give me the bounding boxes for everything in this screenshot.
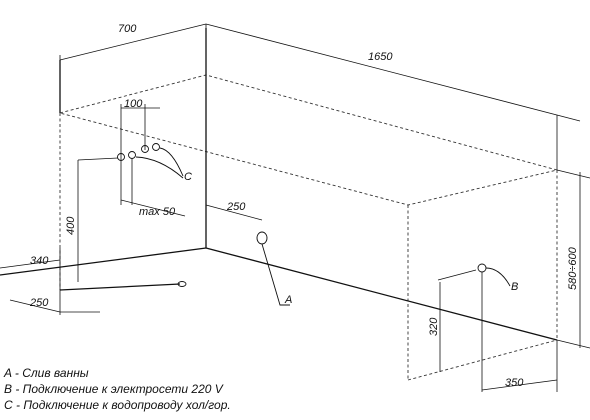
dimension-1650 [205, 23, 581, 170]
dimension-580-600-label: 580÷600 [567, 246, 579, 290]
legend-c: C - Подключение к водопроводу хол/гор. [4, 398, 231, 412]
dimension-1650-label: 1650 [368, 51, 393, 63]
dimension-250-drain-label: 250 [226, 201, 246, 213]
legend-a: A - Слив ванны [3, 366, 89, 380]
dimension-100-label: 100 [124, 98, 143, 110]
marker-a: A [284, 294, 292, 306]
dimension-250-left-label: 250 [29, 297, 49, 309]
dimension-580-600 [556, 169, 590, 349]
electrical-b [437, 263, 558, 392]
dimension-350-label: 350 [505, 377, 524, 389]
legend: A - Слив ванны B - Подключение к электро… [3, 366, 231, 412]
dimension-700-label: 700 [118, 23, 137, 35]
bathtub-box-outline [59, 74, 558, 381]
dimension-max50-label: max 50 [139, 206, 176, 218]
dimension-700 [59, 23, 207, 113]
drain-a [177, 204, 290, 306]
marker-c: C [184, 171, 192, 183]
dimension-340-label: 340 [30, 255, 49, 267]
water-connection-c [77, 104, 186, 282]
dimension-340-250 [0, 248, 100, 315]
marker-b: B [511, 281, 518, 293]
room-walls [0, 28, 558, 341]
dimension-400-label: 400 [65, 216, 77, 235]
legend-b: B - Подключение к электросети 220 V [4, 382, 224, 396]
dimension-320-label: 320 [428, 317, 440, 336]
